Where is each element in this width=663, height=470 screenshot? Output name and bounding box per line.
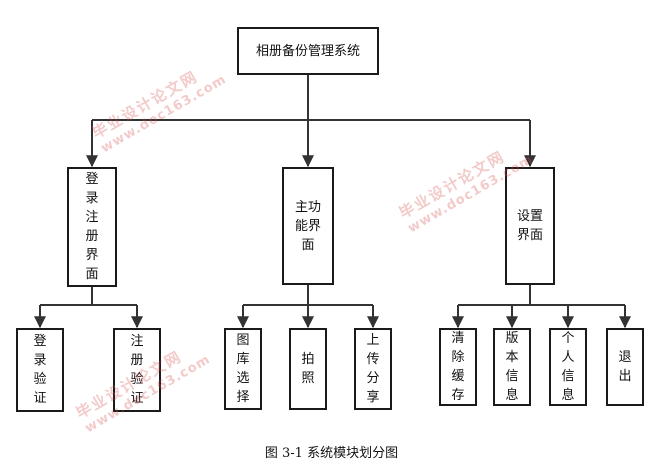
- submodule-node-take-photo: 拍 照: [289, 328, 327, 410]
- submodule-node-label: 拍 照: [301, 352, 315, 386]
- module-node-main-function: 主功 能界 面: [282, 167, 334, 285]
- submodule-node-exit: 退 出: [606, 328, 644, 406]
- module-node-settings: 设置 界面: [505, 167, 555, 285]
- root-node-label: 相册备份管理系统: [255, 43, 360, 59]
- root-node: 相册备份管理系统: [237, 27, 379, 75]
- module-node-label: 主功 能界 面: [294, 199, 321, 253]
- submodule-node-login-verify: 登 录 验 证: [16, 328, 64, 412]
- module-node-label: 设置 界面: [516, 209, 543, 243]
- submodule-node-label: 版 本 信 息: [505, 331, 519, 403]
- submodule-node-upload-share: 上 传 分 享: [354, 328, 392, 410]
- submodule-node-personal-info: 个 人 信 息: [549, 328, 587, 406]
- submodule-node-label: 注 册 验 证: [130, 334, 144, 406]
- submodule-node-label: 清 除 缓 存: [451, 331, 465, 403]
- submodule-node-label: 个 人 信 息: [561, 331, 575, 403]
- submodule-node-label: 上 传 分 享: [366, 333, 380, 405]
- module-node-login-register: 登 录 注 册 界 面: [67, 167, 117, 287]
- submodule-node-register-verify: 注 册 验 证: [113, 328, 161, 412]
- figure-caption: 图 3-1 系统模块划分图: [264, 446, 399, 461]
- submodule-node-label: 图 库 选 择: [236, 333, 250, 405]
- submodule-node-clear-cache: 清 除 缓 存: [439, 328, 477, 406]
- submodule-node-label: 登 录 验 证: [33, 334, 47, 406]
- submodule-node-gallery-select: 图 库 选 择: [224, 328, 262, 410]
- submodule-node-version-info: 版 本 信 息: [493, 328, 531, 406]
- module-node-label: 登 录 注 册 界 面: [85, 172, 99, 282]
- submodule-node-label: 退 出: [618, 350, 632, 384]
